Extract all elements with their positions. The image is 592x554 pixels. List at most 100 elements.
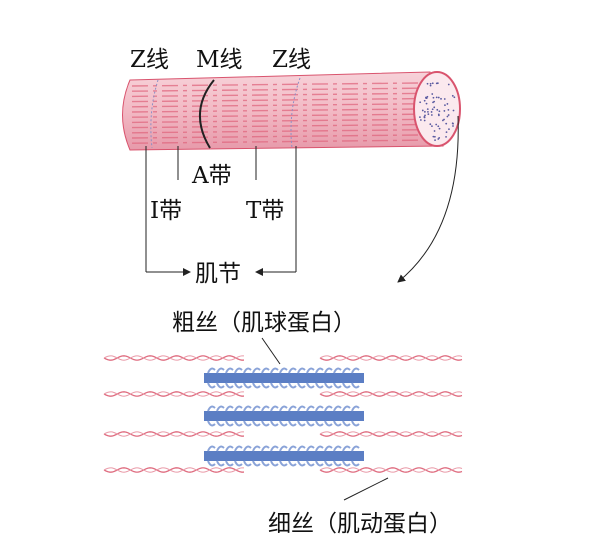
cross-section-dot (424, 114, 426, 117)
myosin-head (270, 405, 279, 427)
myosin-head (225, 367, 234, 389)
cross-section-dot (445, 122, 448, 125)
fiber-stripe (131, 118, 419, 124)
cross-section-dot (437, 113, 440, 116)
cross-section-dot (430, 111, 433, 113)
cross-section-dot (443, 98, 446, 100)
myosin-head (216, 367, 225, 389)
cross-section-dot (423, 99, 426, 102)
fiber-stripe (131, 134, 419, 139)
cross-section-dot (437, 96, 440, 99)
myosin-head (207, 445, 216, 467)
cross-section-dot (436, 108, 439, 111)
cross-section-dot (444, 104, 446, 107)
myosin-head (216, 405, 225, 427)
z-line-right-label: Z线 (272, 47, 311, 73)
fiber-stripe (131, 139, 419, 144)
myosin-head (234, 445, 243, 467)
cross-section-dot (432, 96, 435, 99)
fiber-stripe (131, 97, 419, 103)
cross-section-dot (427, 110, 429, 113)
cross-section-dot (429, 123, 432, 126)
myosin-head (351, 367, 360, 389)
myosin-head (243, 367, 252, 389)
thin-filament-strand (319, 391, 463, 397)
thick-filament (204, 373, 364, 383)
myosin-head (333, 405, 342, 427)
thin-filament-strand (103, 467, 245, 473)
cross-section-dot (432, 135, 435, 138)
z-line-left-mark (150, 79, 159, 149)
myosin-head (270, 367, 279, 389)
thin-filament-label: 细丝（肌动蛋白） (268, 511, 452, 537)
myosin-head (243, 445, 252, 467)
cross-section-dot (442, 119, 444, 122)
cross-section-dot (419, 116, 421, 119)
fiber-stripe (131, 123, 419, 129)
sarcomere-label: 肌节 (195, 261, 241, 287)
myosin-head (261, 367, 270, 389)
myosin-head (216, 445, 225, 467)
thick-filament (204, 451, 364, 461)
myosin-head (342, 445, 351, 467)
myosin-head (288, 445, 297, 467)
myosin-head (279, 405, 288, 427)
myosin-head (324, 445, 333, 467)
myosin-head (234, 405, 243, 427)
myosin-head (324, 367, 333, 389)
myosin-head (333, 445, 342, 467)
t-band-label: T带 (246, 198, 284, 224)
thin-filament-strand (319, 355, 463, 361)
myosin-head (252, 405, 261, 427)
cross-section-dot (438, 127, 441, 130)
cross-section-dot (433, 135, 436, 138)
myosin-head (351, 445, 360, 467)
myosin-head (315, 405, 324, 427)
myosin-head (243, 405, 252, 427)
thin-filament-strand (103, 431, 245, 437)
thick-filament (204, 411, 364, 421)
thin-filament-strand (103, 355, 245, 361)
myosin-head (306, 367, 315, 389)
cross-section-dot (431, 125, 433, 128)
fiber-stripe (131, 92, 419, 98)
cross-section-dot (446, 115, 449, 118)
a-band-label: A带 (191, 163, 232, 189)
myosin-head (279, 367, 288, 389)
cross-section-dots (419, 82, 456, 142)
myosin-head (252, 445, 261, 467)
fiber-stripe (131, 103, 419, 108)
cross-section-dot (430, 114, 433, 116)
filament-array (103, 355, 463, 473)
cross-section-dot (438, 137, 441, 139)
m-line-label: M线 (196, 47, 243, 73)
myosin-head (342, 405, 351, 427)
myosin-head (315, 445, 324, 467)
cross-section-dot (433, 106, 436, 109)
myosin-head (279, 445, 288, 467)
cross-section-dot (440, 97, 442, 100)
thin-filament-strand (319, 431, 463, 437)
cross-section-dot (435, 123, 438, 126)
cross-section-dot (433, 130, 436, 132)
cross-section-dot (451, 94, 454, 97)
fiber-stripe (131, 129, 419, 134)
cross-section-dot (427, 113, 430, 116)
cross-section-dot (425, 96, 427, 99)
myosin-head (252, 367, 261, 389)
cross-section-dot (431, 93, 434, 95)
z-line-right-mark (290, 77, 301, 149)
thin-filament-strand (103, 467, 245, 473)
myosin-head (306, 445, 315, 467)
cross-section-dot (431, 108, 434, 111)
cross-section-dot (432, 101, 434, 104)
fiber-stripe (131, 108, 419, 113)
cross-section-dot (435, 82, 438, 85)
myosin-head (324, 405, 333, 427)
fiber-stripe (131, 113, 419, 118)
thin-filament-strand (103, 431, 245, 437)
cross-section-dot (437, 125, 440, 128)
myosin-head (261, 405, 270, 427)
